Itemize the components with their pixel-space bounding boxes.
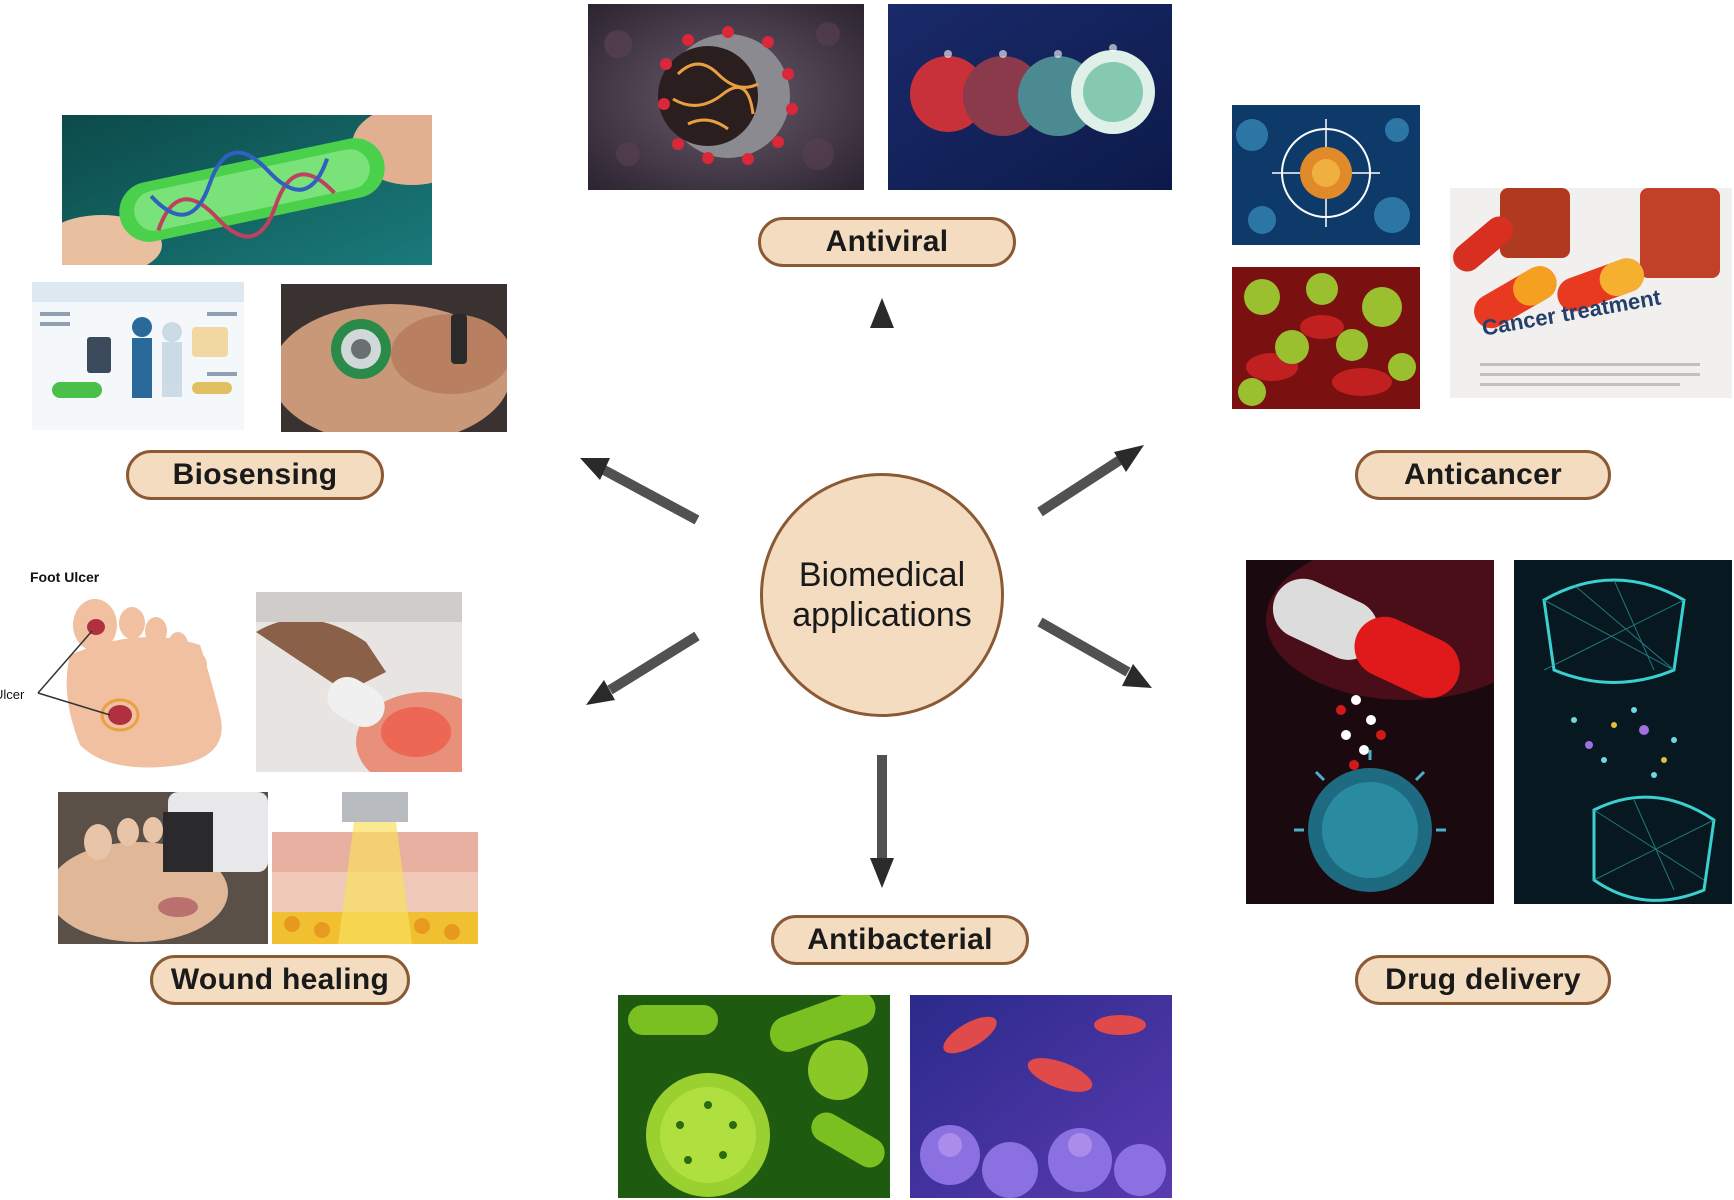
- center-circle: Biomedical applications: [760, 473, 1004, 717]
- anticancer-image-3: Cancer treatment: [1450, 188, 1732, 398]
- arrow-upper-left: [580, 458, 700, 525]
- wound-healing-label: Wound healing: [150, 955, 410, 1005]
- drug-delivery-image-1: [1246, 560, 1494, 904]
- biosensing-image-1: [62, 115, 432, 265]
- biosensing-image-2: [32, 282, 244, 430]
- arrow-up: [870, 298, 894, 430]
- virus-icon: [588, 4, 864, 190]
- foot-ulcer-title: Foot Ulcer: [30, 569, 100, 585]
- dna-chip-icon: [62, 115, 432, 265]
- wound-healing-image-1: Foot Ulcer Ulcer: [0, 565, 232, 773]
- wearable-sensor-diagram-icon: [32, 282, 244, 430]
- virus-variants-icon: [888, 4, 1172, 190]
- skin-layers-icon: [272, 792, 478, 944]
- ulcer-text: Ulcer: [0, 687, 25, 702]
- antibacterial-label: Antibacterial: [771, 915, 1029, 965]
- pills-icon: [1450, 188, 1732, 398]
- wound-healing-image-2: [256, 592, 462, 772]
- antiviral-image-1: [588, 4, 864, 190]
- skin-patch-sensor-icon: [281, 284, 507, 432]
- anticancer-image-2: [1232, 267, 1420, 409]
- ultrasound-therapy-icon: [256, 592, 462, 772]
- target-cell-icon: [1232, 105, 1420, 245]
- wound-healing-image-4: [272, 792, 478, 944]
- arrow-down: [870, 755, 894, 888]
- anticancer-image-1: [1232, 105, 1420, 245]
- bacteria-colony-icon: [910, 995, 1172, 1198]
- bacteria-icon: [618, 995, 890, 1198]
- antiviral-image-2: [888, 4, 1172, 190]
- center-title-line2: applications: [792, 596, 972, 634]
- biosensing-label: Biosensing: [126, 450, 384, 500]
- drug-delivery-label: Drug delivery: [1355, 955, 1611, 1005]
- antibacterial-image-2: [910, 995, 1172, 1198]
- foot-treatment-icon: [58, 792, 268, 944]
- wound-healing-image-3: [58, 792, 268, 944]
- blood-cells-icon: [1232, 267, 1420, 409]
- nanocapsule-icon: [1514, 560, 1732, 904]
- drug-delivery-image-2: [1514, 560, 1732, 904]
- arrow-lower-right: [1037, 617, 1152, 688]
- antibacterial-image-1: [618, 995, 890, 1198]
- arrow-lower-left: [586, 631, 700, 705]
- capsule-virus-icon: [1246, 560, 1494, 904]
- foot-ulcer-icon: [0, 565, 232, 773]
- center-title-line1: Biomedical: [798, 556, 966, 594]
- arrow-upper-right: [1037, 445, 1144, 517]
- antiviral-label: Antiviral: [758, 217, 1016, 267]
- anticancer-label: Anticancer: [1355, 450, 1611, 500]
- biosensing-image-3: [281, 284, 507, 432]
